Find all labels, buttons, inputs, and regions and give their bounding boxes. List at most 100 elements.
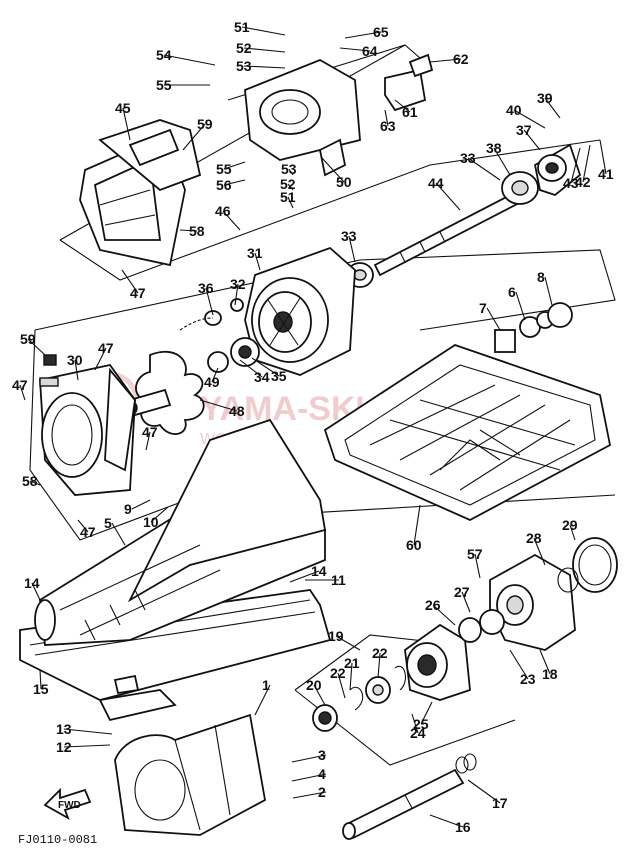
leader-line (513, 109, 546, 129)
leader-line (63, 744, 111, 748)
leader-line (313, 684, 326, 706)
callout-13: 13 (56, 721, 72, 737)
callout-22: 22 (372, 645, 388, 661)
leader-line (493, 147, 511, 176)
callout-62: 62 (453, 51, 469, 67)
leader-line (348, 235, 356, 263)
callout-45: 45 (115, 100, 131, 116)
callout-46: 46 (215, 203, 231, 219)
leader-line (243, 65, 286, 69)
leader-line (131, 499, 151, 510)
callout-33: 33 (460, 150, 476, 166)
callout-47: 47 (98, 340, 114, 356)
callout-49: 49 (204, 374, 220, 390)
callout-23: 23 (520, 671, 536, 687)
leader-line (569, 524, 576, 541)
leader-line (429, 58, 462, 63)
callout-32: 32 (230, 276, 246, 292)
callout-39: 39 (537, 90, 553, 106)
callout-18: 18 (542, 666, 558, 682)
callout-41: 41 (598, 166, 614, 182)
callout-59: 59 (197, 116, 213, 132)
impeller-housing (179, 246, 356, 376)
leader-line (337, 672, 346, 699)
fwd-arrow: FWD (43, 787, 92, 821)
callout-2: 2 (318, 784, 326, 800)
leader-line (533, 537, 546, 566)
callout-40: 40 (506, 102, 522, 118)
leader-line (429, 814, 464, 828)
figure-code: FJ0110-0081 (18, 833, 97, 847)
leader-line (223, 179, 246, 186)
nozzle-housing-lower (39, 354, 136, 496)
leader-line (467, 779, 501, 804)
leader-line (251, 357, 280, 377)
leader-line (349, 662, 353, 691)
callout-27: 27 (454, 584, 470, 600)
callout-11: 11 (331, 572, 346, 588)
leader-line (413, 504, 421, 546)
leader-line (179, 229, 198, 232)
leader-line (339, 47, 371, 52)
leader-line (29, 480, 41, 486)
leader-line (291, 754, 327, 763)
callout-47: 47 (80, 524, 96, 540)
callout-25: 25 (413, 716, 429, 732)
callout-42: 42 (575, 174, 591, 190)
leader-line (287, 183, 294, 191)
callout-59: 59 (20, 331, 36, 347)
leader-line (243, 47, 286, 53)
leader-line (205, 287, 214, 316)
callout-38: 38 (486, 140, 502, 156)
leader-line (111, 522, 126, 546)
callout-63: 63 (380, 118, 396, 134)
leader-line (27, 338, 46, 356)
leader-line (31, 582, 41, 601)
leader-line (344, 31, 382, 39)
callout-53: 53 (281, 161, 297, 177)
callout-51: 51 (280, 189, 296, 205)
callout-47: 47 (12, 377, 28, 393)
leader-line (599, 139, 607, 175)
leader-line (570, 147, 581, 184)
leader-line (199, 399, 238, 412)
leader-line (150, 506, 169, 523)
callout-6: 6 (508, 284, 516, 300)
callout-17: 17 (492, 795, 508, 811)
ride-plate (323, 302, 612, 522)
leader-line (288, 168, 294, 176)
callout-12: 12 (56, 739, 72, 755)
callout-10: 10 (143, 514, 159, 530)
leader-line (234, 283, 239, 306)
leader-line (461, 591, 471, 613)
callout-14: 14 (311, 563, 327, 579)
leader-line (289, 570, 320, 583)
callout-52: 52 (280, 176, 296, 192)
callout-52: 52 (236, 40, 252, 56)
callout-65: 65 (373, 24, 389, 40)
leader-line (420, 701, 433, 725)
callout-58: 58 (189, 223, 205, 239)
callout-64: 64 (362, 43, 378, 59)
callout-1: 1 (262, 677, 270, 693)
callout-28: 28 (526, 530, 542, 546)
callout-29: 29 (562, 517, 578, 533)
callout-8: 8 (537, 269, 545, 285)
leader-line (254, 684, 271, 716)
callout-50: 50 (336, 174, 352, 190)
leader-line (163, 54, 216, 66)
leader-line (122, 107, 131, 141)
leader-line (94, 347, 107, 371)
leader-line (544, 276, 553, 306)
callout-7: 7 (479, 300, 487, 316)
callout-47: 47 (130, 285, 146, 301)
callout-26: 26 (425, 597, 441, 613)
leader-line (239, 359, 263, 378)
callout-61: 61 (402, 104, 418, 120)
callout-30: 30 (67, 352, 83, 368)
callout-33: 33 (341, 228, 357, 244)
callout-48: 48 (229, 403, 245, 419)
upper-bracket (244, 53, 434, 177)
callout-24: 24 (410, 725, 426, 741)
